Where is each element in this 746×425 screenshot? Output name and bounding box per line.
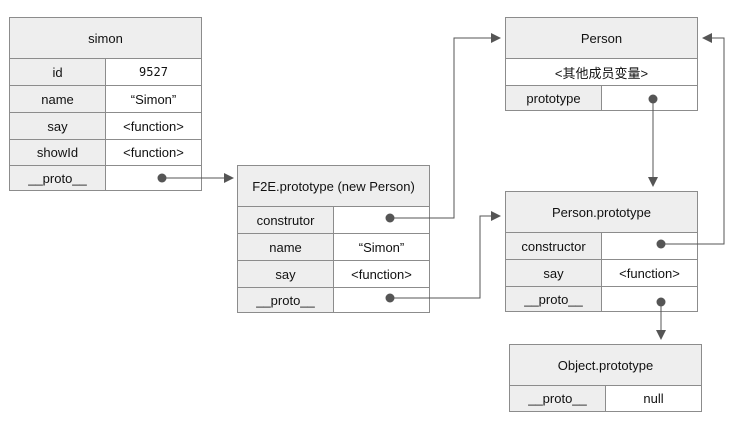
simon-id-key: id bbox=[10, 59, 106, 85]
person-prototype-key: prototype bbox=[506, 86, 602, 110]
f2e-constructor-value bbox=[334, 207, 429, 233]
person-prototype-constructor-value bbox=[602, 233, 697, 259]
simon-showid-key: showId bbox=[10, 140, 106, 165]
person-prototype-proto-value bbox=[602, 287, 697, 311]
f2e-prototype-title: F2E.prototype (new Person) bbox=[252, 178, 415, 194]
arrow-f2e-constructor-to-person bbox=[385, 33, 501, 223]
person-other-members: <其他成员变量> bbox=[554, 65, 649, 81]
object-prototype-proto-value: null bbox=[606, 386, 701, 411]
f2e-prototype-box: F2E.prototype (new Person) construtor na… bbox=[237, 165, 430, 313]
simon-name-key: name bbox=[10, 86, 106, 112]
f2e-say-value: <function> bbox=[334, 261, 429, 287]
f2e-constructor-line bbox=[390, 33, 501, 219]
f2e-name-key: name bbox=[238, 234, 334, 260]
arrow-person-prototype-field bbox=[648, 94, 658, 187]
person-prototype-constructor-line bbox=[661, 33, 725, 245]
person-prototype-constructor-key: constructor bbox=[506, 233, 602, 259]
f2e-proto-line bbox=[390, 211, 501, 299]
f2e-proto-key: __proto__ bbox=[238, 288, 334, 312]
person-prototype-say-key: say bbox=[506, 260, 602, 286]
object-prototype-title: Object.prototype bbox=[557, 357, 654, 373]
arrow-person-prototype-proto-to-object bbox=[656, 297, 666, 340]
f2e-say-key: say bbox=[238, 261, 334, 287]
simon-say-key: say bbox=[10, 113, 106, 139]
simon-name-value: “Simon” bbox=[106, 86, 201, 112]
person-prototype-say-value: <function> bbox=[602, 260, 697, 286]
simon-proto-key: __proto__ bbox=[10, 166, 106, 190]
person-title: Person bbox=[580, 30, 623, 46]
f2e-name-value: “Simon” bbox=[334, 234, 429, 260]
arrow-simon-proto-to-f2e bbox=[157, 173, 234, 183]
f2e-constructor-key: construtor bbox=[238, 207, 334, 233]
simon-showid-value: <function> bbox=[106, 140, 201, 165]
object-prototype-box: Object.prototype __proto__ null bbox=[509, 344, 702, 412]
person-box: Person <其他成员变量> prototype bbox=[505, 17, 698, 111]
arrow-f2e-proto-to-person-prototype bbox=[385, 211, 501, 303]
simon-object-box: simon id 9527 name “Simon” say <function… bbox=[9, 17, 202, 191]
f2e-proto-value bbox=[334, 288, 429, 312]
person-prototype-box: Person.prototype constructor say <functi… bbox=[505, 191, 698, 312]
simon-title: simon bbox=[88, 30, 123, 46]
simon-say-value: <function> bbox=[106, 113, 201, 139]
person-prototype-proto-key: __proto__ bbox=[506, 287, 602, 311]
object-prototype-proto-key: __proto__ bbox=[510, 386, 606, 411]
simon-id-value: 9527 bbox=[106, 59, 201, 85]
person-prototype-title: Person.prototype bbox=[551, 204, 651, 220]
arrow-person-prototype-constructor bbox=[656, 33, 725, 249]
